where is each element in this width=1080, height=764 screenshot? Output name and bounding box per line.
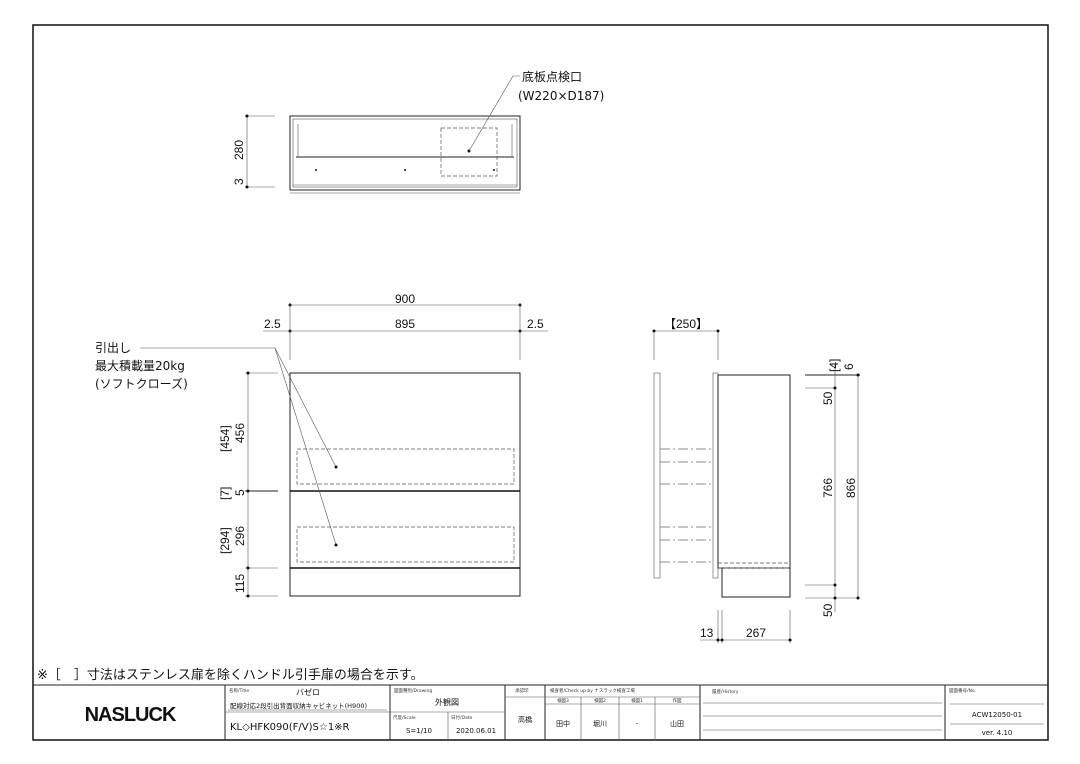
drawer-callout-2: 最大積載量20kg — [95, 358, 185, 373]
hatch-callout-title: 底板点検口 — [522, 69, 582, 84]
sheet-border — [32, 24, 1049, 741]
drawer-callout-1: 引出し — [95, 341, 131, 355]
dim-lower-margin: 50 — [821, 603, 835, 617]
dim-base: 115 — [233, 574, 247, 593]
title-label: 名称/Title — [229, 687, 249, 694]
drawing-number: ACW12050-01 — [972, 711, 1022, 719]
side-view: 【250】 [4] 6 50 766 866 50 13 267 — [652, 317, 860, 643]
dim-total-height: 866 — [844, 478, 858, 498]
drawer-callout-3: (ソフトクローズ) — [95, 376, 188, 391]
nasluck-logo: NASLUCK — [85, 704, 177, 726]
top-view: 底板点検口 (W220×D187) 280 3 — [232, 69, 604, 194]
title-value: バゼロ — [296, 687, 320, 697]
check-col-3: 検図3 — [557, 697, 569, 704]
number-label: 図面番号/No. — [949, 687, 976, 694]
dim-left-gap: 2.5 — [264, 317, 281, 331]
drawing-type: 外観図 — [435, 697, 459, 707]
check-col-1: 検図1 — [631, 697, 643, 704]
dim-upper-margin: 50 — [821, 391, 835, 405]
front-view: 900 895 2.5 2.5 引出し 最大積載量20kg (ソフトクローズ) … — [95, 292, 548, 598]
history-label: 履歴/History — [712, 689, 739, 695]
dim-lower-drawer-alt: [294] — [218, 527, 232, 554]
dim-gap-alt: [7] — [218, 487, 232, 500]
dim-lower-drawer: 296 — [233, 526, 247, 546]
dim-top-alt: [4] — [827, 359, 841, 372]
drawer-upper-inner — [296, 448, 515, 485]
subtitle-value: 配線対応2段引出背面収納キャビネット(H900) — [230, 701, 367, 710]
dim-gap: 5 — [233, 489, 247, 496]
drawing-version: ver. 4.10 — [982, 729, 1013, 737]
title-block: NASLUCK 名称/Title バゼロ 配線対応2段引出背面収納キャビネット(… — [33, 684, 1048, 740]
check-label: 検査者/Check up by ナスラック検査工場 — [550, 687, 635, 694]
date-value: 2020.06.01 — [456, 727, 496, 735]
drawing-label: 図面種別/Drawing — [394, 687, 432, 694]
dim-drawer-open: 【250】 — [664, 317, 708, 331]
date-label: 日付/Date — [451, 714, 473, 721]
check-col-drafter: 作図 — [673, 697, 682, 704]
bracket-note: ※［ ］寸法はステンレス扉を除くハンドル引手扉の場合を示す。 — [37, 667, 424, 683]
scale-value: S=1/10 — [406, 727, 432, 735]
dim-top: 6 — [842, 363, 856, 370]
dim-top-bottom: 3 — [232, 178, 246, 185]
approval-stamp: 高橋 — [518, 715, 532, 724]
hatch-callout-size: (W220×D187) — [518, 89, 604, 103]
dim-mid-height: 766 — [821, 478, 835, 498]
dim-top-height: 280 — [232, 140, 246, 160]
scale-label: 尺度/Scale — [393, 714, 416, 721]
dim-upper-drawer: 456 — [233, 423, 247, 443]
checker-2-name: 堀川 — [593, 719, 607, 728]
inspection-hatch — [440, 127, 498, 177]
approval-label: 承認印 — [515, 687, 529, 694]
dim-inner-width: 895 — [395, 317, 415, 331]
checker-1-name: - — [636, 720, 639, 728]
model-number: KL◇HFK090(F/V)S☆1※R — [230, 722, 350, 733]
check-col-2: 検図2 — [594, 697, 606, 704]
checker-3-name: 田中 — [556, 719, 570, 728]
dim-door-thickness: 13 — [700, 626, 714, 640]
dim-total-width: 900 — [395, 292, 415, 306]
drafter-name: 山田 — [670, 719, 684, 728]
dim-upper-drawer-alt: [454] — [218, 425, 232, 452]
dim-depth: 267 — [746, 626, 766, 640]
drawer-lower-inner — [296, 526, 515, 563]
dim-right-gap: 2.5 — [527, 317, 544, 331]
